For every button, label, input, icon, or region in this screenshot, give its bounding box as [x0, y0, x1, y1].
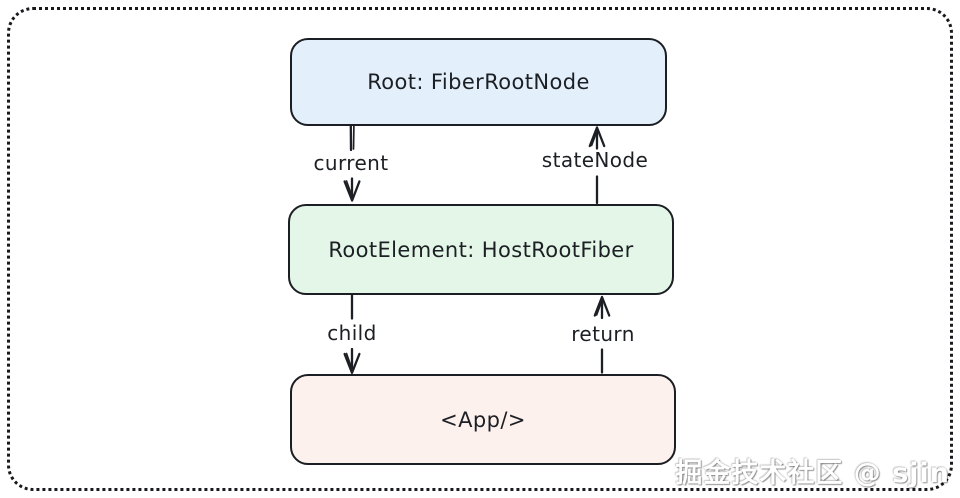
edge-label-current: current: [313, 151, 389, 175]
arrow-current-icon: [343, 123, 361, 202]
edge-label-return: return: [571, 322, 635, 346]
node-fiber-root: Root: FiberRootNode: [290, 38, 667, 126]
node-host-root-fiber: RootElement: HostRootFiber: [288, 204, 674, 295]
node-host-root-fiber-label: RootElement: HostRootFiber: [328, 237, 634, 262]
arrow-child-icon: [343, 292, 361, 374]
arrow-return-icon: [593, 295, 611, 374]
arrow-statenode-icon: [588, 126, 606, 205]
node-app: <App/>: [290, 374, 676, 465]
edge-label-statenode: stateNode: [541, 148, 649, 172]
node-fiber-root-label: Root: FiberRootNode: [367, 70, 590, 94]
edge-label-child: child: [327, 321, 377, 345]
watermark: 掘金技术社区 @ sjin: [675, 458, 950, 489]
node-app-label: <App/>: [440, 407, 526, 432]
